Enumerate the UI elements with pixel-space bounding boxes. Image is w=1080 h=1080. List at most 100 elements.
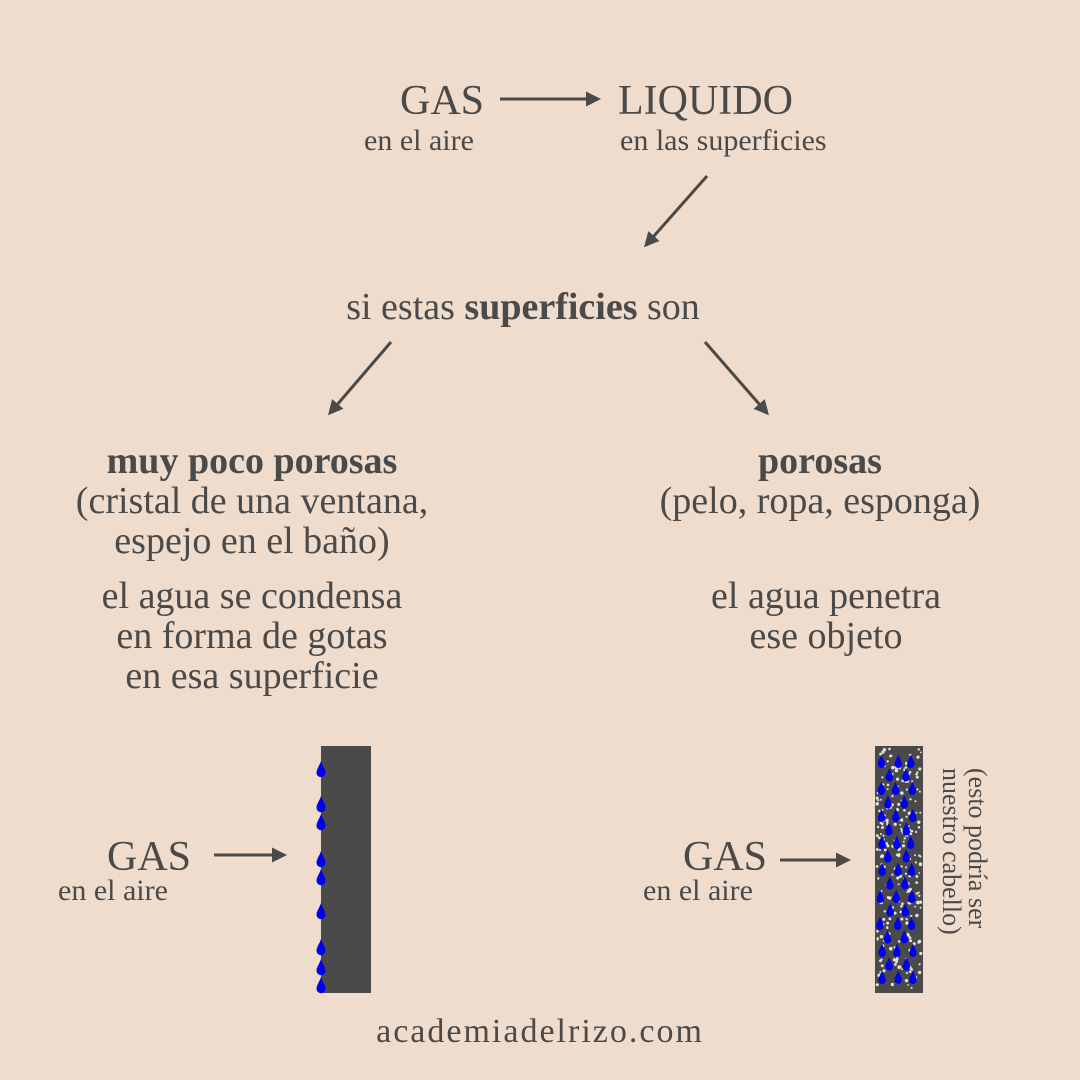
pore-dot: [888, 917, 892, 921]
liquid-label: LIQUIDO: [618, 78, 793, 124]
pore-dot: [915, 775, 919, 779]
pore-dot: [905, 815, 908, 818]
pore-dot: [879, 849, 881, 851]
surfaces-pre: si estas: [346, 286, 465, 328]
water-drop: [902, 849, 911, 863]
pore-dot: [908, 936, 912, 939]
porous-description: el agua penetra ese objeto: [596, 576, 1056, 656]
pore-dot: [917, 939, 922, 944]
pore-dot: [878, 836, 881, 840]
pore-dot: [895, 808, 900, 812]
liquid-sub: en las superficies: [620, 124, 827, 157]
pore-dot: [900, 827, 903, 830]
surfaces-post: son: [637, 286, 700, 328]
surfaces-bold: superficies: [464, 286, 638, 328]
pore-dot: [909, 832, 912, 835]
pore-dot: [877, 877, 880, 880]
pore-dot: [917, 891, 920, 894]
hair-note-line-1: (esto podría ser: [963, 768, 992, 929]
pore-dot: [915, 892, 919, 895]
non-porous-desc-1: el agua se condensa: [101, 575, 403, 617]
water-drop: [908, 808, 917, 823]
pore-dot: [875, 802, 879, 806]
pore-dot: [910, 830, 914, 833]
water-drop: [902, 768, 910, 782]
pore-dot: [918, 790, 921, 793]
pore-dot: [920, 751, 922, 754]
pore-dot: [894, 768, 899, 773]
pore-dot: [918, 894, 921, 897]
water-drop: [316, 977, 326, 994]
pore-dot: [879, 798, 882, 801]
pore-dot: [906, 891, 909, 894]
pore-dot: [895, 960, 898, 964]
pore-dot: [907, 901, 910, 905]
pore-dot: [908, 825, 910, 827]
pore-dot: [886, 760, 889, 763]
pore-dot: [905, 866, 908, 869]
pore-dot: [900, 904, 903, 908]
pore-dot: [899, 824, 902, 826]
pore-dot: [893, 822, 897, 826]
water-drop: [877, 808, 886, 823]
pore-dot: [891, 765, 895, 770]
pore-dot: [900, 865, 903, 868]
non-porous-surface: [321, 746, 371, 993]
non-porous-desc-2: en forma de gotas: [116, 615, 388, 657]
hair-side-note: (esto podría ser nuestro cabello): [937, 768, 992, 935]
pore-dot: [897, 883, 900, 886]
pore-dot: [886, 783, 890, 787]
condensed-drops: [316, 761, 326, 994]
water-drop: [316, 851, 326, 868]
gas-sub-top: en el aire: [364, 124, 474, 157]
pore-dot: [875, 983, 879, 987]
pore-dot: [894, 963, 897, 966]
water-drop: [878, 943, 886, 958]
water-drop: [878, 862, 886, 876]
water-drop: [909, 943, 917, 958]
pore-dot: [892, 958, 897, 962]
pore-dot: [891, 873, 894, 876]
pore-dot: [875, 796, 879, 800]
pore-dot: [907, 984, 909, 986]
pore-dot: [911, 780, 914, 783]
pore-dot: [912, 942, 916, 946]
porous-desc-1: el agua penetra: [711, 575, 941, 617]
pore-dot: [890, 982, 894, 987]
non-porous-example-1: (cristal de una ventana,: [75, 480, 429, 522]
pore-dot: [918, 854, 921, 857]
pore-dot: [889, 946, 893, 951]
water-drop: [878, 970, 886, 985]
water-drop: [885, 822, 893, 836]
pore-dot: [895, 957, 899, 961]
arrow-to-porous: [703, 341, 769, 416]
pore-dot: [901, 968, 903, 971]
pore-dot: [888, 896, 892, 900]
water-drop: [878, 835, 886, 850]
water-drop: [316, 959, 326, 976]
pore-dot: [906, 933, 910, 937]
absorbed-drops: [876, 754, 917, 985]
pore-dot: [900, 917, 904, 921]
water-drop: [900, 930, 909, 944]
pore-dot: [904, 872, 908, 875]
pore-dot: [917, 820, 921, 824]
pore-dot: [879, 971, 882, 974]
pore-dot: [915, 875, 919, 879]
pore-dot: [905, 921, 909, 925]
pore-dot: [882, 969, 886, 973]
arrow-liquid-to-surfaces: [644, 175, 709, 248]
water-drop: [877, 754, 886, 768]
pore-dot: [882, 917, 886, 921]
pore-dot: [879, 833, 882, 835]
pore-dot: [919, 951, 923, 956]
pore-dot: [901, 844, 906, 848]
water-drop: [901, 903, 910, 917]
water-drop: [902, 957, 911, 971]
gas-sub-right: en el aire: [643, 874, 753, 907]
pore-dot: [886, 921, 890, 925]
pore-dot: [916, 788, 919, 791]
water-drop: [906, 835, 915, 850]
pore-dot: [891, 795, 894, 798]
pore-dot: [876, 937, 879, 940]
